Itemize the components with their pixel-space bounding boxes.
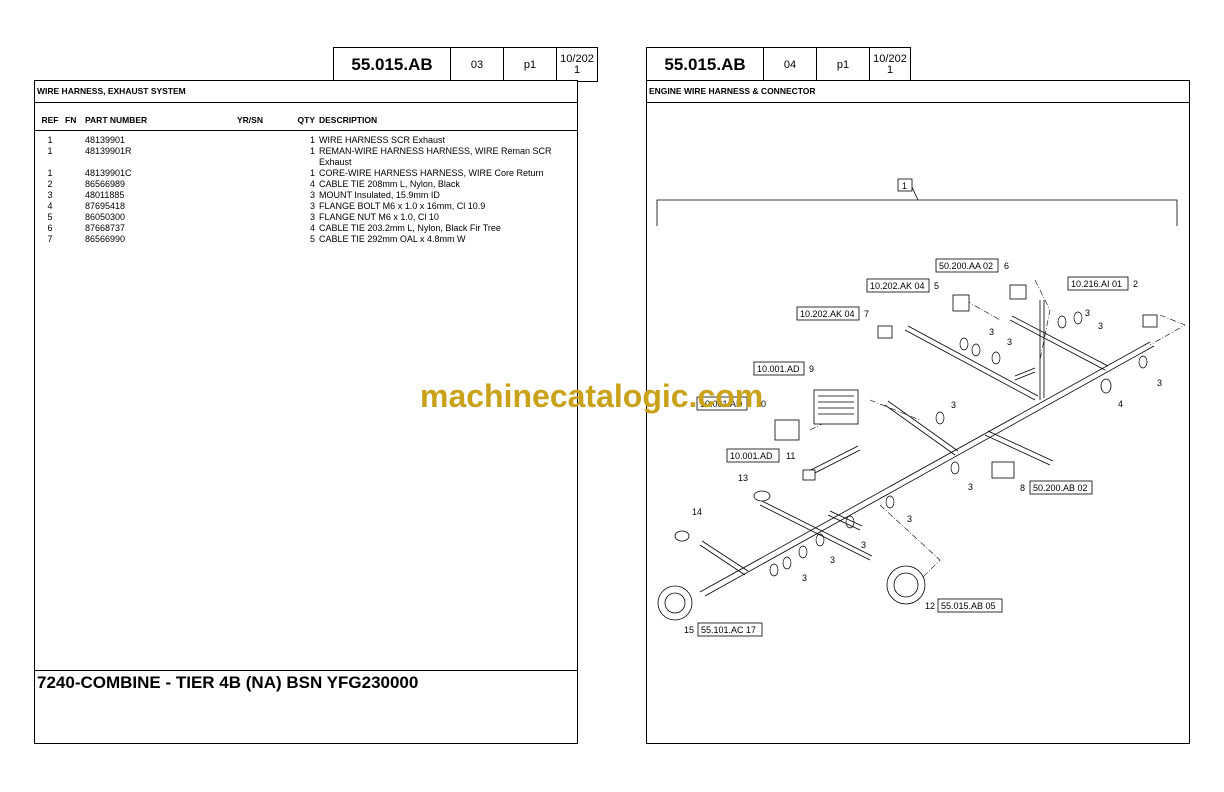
part-description: CABLE TIE 208mm L, Nylon, Black — [319, 179, 460, 189]
part-number: 48139901R — [85, 146, 132, 156]
col-qty: QTY — [289, 110, 319, 131]
col-ref: REF — [35, 110, 65, 131]
section-code: 55.015.AB — [334, 48, 451, 81]
part-description: MOUNT Insulated, 15.9mm ID — [319, 190, 440, 200]
model-footer: 7240-COMBINE - TIER 4B (NA) BSN YFG23000… — [35, 670, 577, 743]
table-row: 1 48139901 1 WIRE HARNESS SCR Exhaust — [35, 131, 577, 147]
section-code: 55.015.AB — [647, 48, 764, 81]
parts-table: REF FN PART NUMBER YR/SN QTY DESCRIPTION… — [35, 110, 577, 245]
table-row: 3 48011885 3 MOUNT Insulated, 15.9mm ID — [35, 190, 577, 201]
table-row: 5 86050300 3 FLANGE NUT M6 x 1.0, Cl 10 — [35, 212, 577, 223]
part-number: 48139901 — [85, 135, 126, 145]
table-row: 1 48139901R 1 REMAN-WIRE HARNESS HARNESS… — [35, 146, 577, 168]
table-row: 4 87695418 3 FLANGE BOLT M6 x 1.0 x 16mm… — [35, 201, 577, 212]
parts-list-title: WIRE HARNESS, EXHAUST SYSTEM — [35, 81, 577, 103]
table-header-row: REF FN PART NUMBER YR/SN QTY DESCRIPTION — [35, 110, 577, 131]
part-description: WIRE HARNESS SCR Exhaust — [319, 135, 446, 145]
model-title: 7240-COMBINE - TIER 4B (NA) BSN YFG23000… — [37, 673, 419, 692]
page-number: p1 — [504, 48, 557, 81]
sequence-number: 03 — [451, 48, 504, 81]
part-number: 48011885 — [85, 190, 125, 200]
part-number: 86566989 — [85, 179, 126, 189]
part-number: 86566990 — [85, 234, 126, 244]
part-number: 48139901C — [85, 168, 132, 178]
parts-list-panel: WIRE HARNESS, EXHAUST SYSTEM REF FN PART… — [34, 80, 578, 744]
page-number: p1 — [817, 48, 870, 81]
sequence-number: 04 — [764, 48, 817, 81]
col-part-number: PART NUMBER — [85, 110, 237, 131]
part-description: FLANGE NUT M6 x 1.0, Cl 10 — [319, 212, 439, 222]
part-description: CABLE TIE 292mm OAL x 4.8mm W — [319, 234, 466, 244]
part-number: 87695418 — [85, 201, 126, 211]
table-row: 1 48139901C 1 CORE-WIRE HARNESS HARNESS,… — [35, 168, 577, 179]
watermark: machinecatalogic.com — [420, 378, 764, 414]
right-page-header: 55.015.AB 04 p1 10/202 1 — [646, 47, 911, 82]
part-description: FLANGE BOLT M6 x 1.0 x 16mm, Cl 10.9 — [319, 201, 486, 211]
col-yr-sn: YR/SN — [237, 110, 289, 131]
diagram-title: ENGINE WIRE HARNESS & CONNECTOR — [647, 81, 1189, 103]
table-row: 7 86566990 5 CABLE TIE 292mm OAL x 4.8mm… — [35, 234, 577, 245]
revision-date: 10/202 1 — [873, 52, 907, 76]
part-description: CORE-WIRE HARNESS HARNESS, WIRE Core Ret… — [319, 168, 544, 178]
part-number: 86050300 — [85, 212, 126, 222]
col-description: DESCRIPTION — [319, 110, 577, 131]
left-page-header: 55.015.AB 03 p1 10/202 1 — [333, 47, 598, 82]
part-description: CABLE TIE 203.2mm L, Nylon, Black Fir Tr… — [319, 223, 501, 233]
part-description: REMAN-WIRE HARNESS HARNESS, WIRE Reman S… — [319, 146, 552, 167]
part-number: 87668737 — [85, 223, 126, 233]
table-row: 2 86566989 4 CABLE TIE 208mm L, Nylon, B… — [35, 179, 577, 190]
table-row: 6 87668737 4 CABLE TIE 203.2mm L, Nylon,… — [35, 223, 577, 234]
col-fn: FN — [65, 110, 85, 131]
revision-date: 10/202 1 — [560, 52, 594, 76]
